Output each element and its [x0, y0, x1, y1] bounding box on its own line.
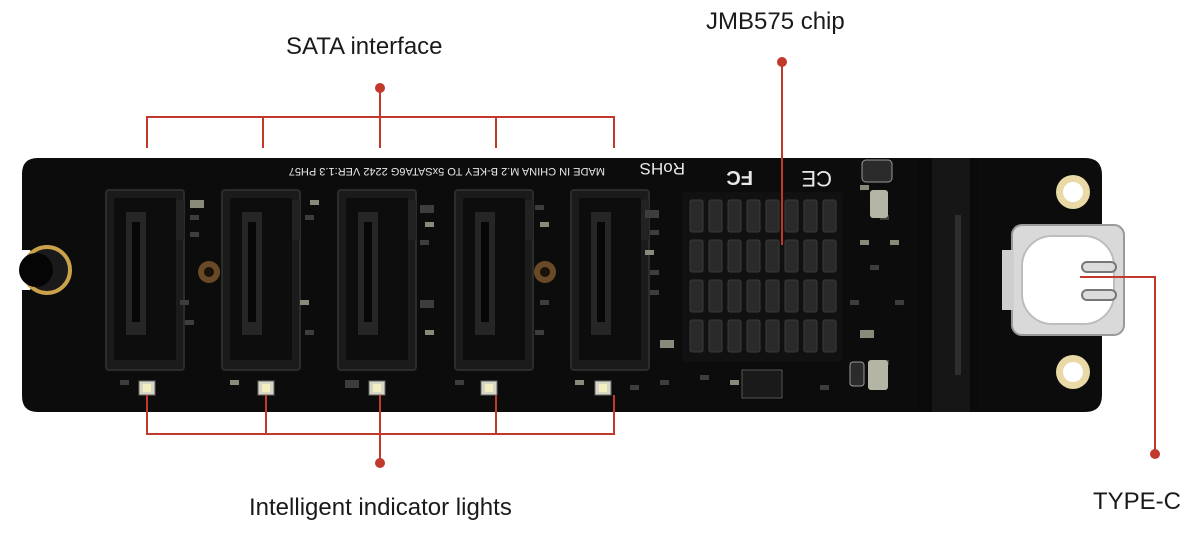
smd-part: [300, 300, 309, 305]
indicator-leds: [138, 380, 612, 396]
smd-part: [185, 320, 194, 325]
callout-lines: [146, 62, 1156, 463]
smd-part: [660, 340, 674, 348]
sata-port: [105, 189, 185, 371]
sata-port: [337, 189, 417, 371]
smd-part: [730, 380, 739, 385]
smd-part: [420, 300, 434, 308]
smd-part: [190, 200, 204, 208]
indicator-led: [257, 380, 275, 396]
smd-part: [540, 222, 549, 227]
capacitor: [868, 360, 888, 390]
indicator-led: [368, 380, 386, 396]
indicator-led: [138, 380, 156, 396]
smd-part: [575, 380, 584, 385]
smd-part: [180, 300, 189, 305]
chip-label: JMB575 chip: [706, 8, 845, 35]
type-c-port: [1002, 224, 1125, 336]
sata-interface-label: SATA interface: [286, 33, 443, 60]
ic-chip: [741, 369, 783, 399]
smd-part: [535, 205, 544, 210]
ce-mark: CE: [801, 166, 832, 191]
smd-part: [895, 300, 904, 305]
smd-part: [190, 232, 199, 237]
capacitor: [861, 159, 893, 183]
sata-ports: [105, 189, 650, 371]
sata-port: [570, 189, 650, 371]
smd-part: [425, 330, 434, 335]
sata-port: [454, 189, 534, 371]
smd-part: [650, 230, 659, 235]
smd-part: [310, 200, 319, 205]
smd-part: [535, 330, 544, 335]
chip-heatsink: [682, 192, 842, 362]
smd-part: [420, 240, 429, 245]
fc-mark: FC: [726, 166, 753, 188]
rohs-mark: RoHS: [640, 159, 685, 178]
smd-part: [230, 380, 239, 385]
smd-part: [890, 240, 899, 245]
type-c-label: TYPE-C: [1093, 488, 1182, 515]
smd-part: [645, 250, 654, 255]
smd-part: [860, 330, 874, 338]
smd-part: [860, 185, 869, 190]
smd-part: [650, 290, 659, 295]
smd-part: [305, 330, 314, 335]
smd-part: [190, 215, 199, 220]
smd-part: [870, 265, 879, 270]
smd-part: [425, 222, 434, 227]
board-silkscreen: MADE IN CHINA M.2 B-KEY TO 5xSATA6G 2242…: [289, 165, 605, 177]
smd-part: [645, 210, 659, 218]
smd-part: [305, 215, 314, 220]
smd-part: [345, 380, 359, 388]
callout-dots: [375, 57, 1160, 468]
smd-part: [650, 270, 659, 275]
capacitor: [849, 361, 865, 387]
capacitor: [870, 190, 888, 218]
smd-part: [850, 300, 859, 305]
indicator-lights-label: Intelligent indicator lights: [249, 494, 512, 521]
smd-part: [700, 375, 709, 380]
indicator-led: [480, 380, 498, 396]
smd-part: [820, 385, 829, 390]
smd-part: [540, 300, 549, 305]
sata-port: [221, 189, 301, 371]
smd-part: [420, 205, 434, 213]
smd-part: [860, 240, 869, 245]
indicator-led: [594, 380, 612, 396]
smd-part: [660, 380, 669, 385]
smd-part: [455, 380, 464, 385]
smd-components: [120, 159, 904, 399]
smd-part: [630, 385, 639, 390]
smd-part: [120, 380, 129, 385]
